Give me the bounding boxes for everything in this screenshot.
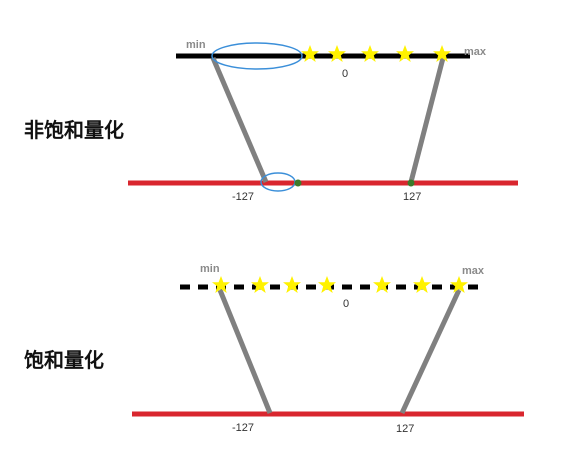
max-label: max (464, 46, 487, 58)
data-point-star (328, 45, 346, 62)
stars-saturated (212, 276, 468, 293)
section-title-saturated: 饱和量化 (24, 348, 104, 372)
highlight-wasted-range-float (211, 42, 303, 70)
data-point-star (283, 276, 301, 293)
max-label: max (462, 265, 485, 277)
stars-unsaturated (301, 45, 451, 62)
data-point-star (396, 45, 414, 62)
data-point-star (212, 276, 230, 293)
data-point-star (361, 45, 379, 62)
data-point-star (251, 276, 269, 293)
data-point-star (373, 276, 391, 293)
mapping-line-min-saturated (217, 289, 273, 414)
data-point-star (413, 276, 431, 293)
zero-label: 0 (343, 298, 349, 310)
section-title-unsaturated: 非饱和量化 (24, 118, 124, 142)
int-point-marker (294, 179, 302, 187)
min-label: min (186, 39, 206, 51)
data-point-star (433, 45, 451, 62)
int-point-marker (407, 179, 415, 187)
mapping-line-min-unsaturated (210, 57, 269, 183)
mapping-line-max-unsaturated (408, 57, 446, 183)
data-point-star (318, 276, 336, 293)
neg127-label: -127 (232, 191, 254, 203)
pos127-label: 127 (396, 423, 414, 435)
zero-label: 0 (342, 68, 348, 80)
mapping-line-max-saturated (399, 288, 462, 415)
neg127-label: -127 (232, 422, 254, 434)
saturated-diagram: min max 0 -127 127 (132, 263, 524, 435)
min-label: min (200, 263, 220, 275)
pos127-label: 127 (403, 191, 421, 203)
data-point-star (301, 45, 319, 62)
unsaturated-diagram: min max 0 -127 127 (128, 39, 518, 203)
data-point-star (450, 276, 468, 293)
